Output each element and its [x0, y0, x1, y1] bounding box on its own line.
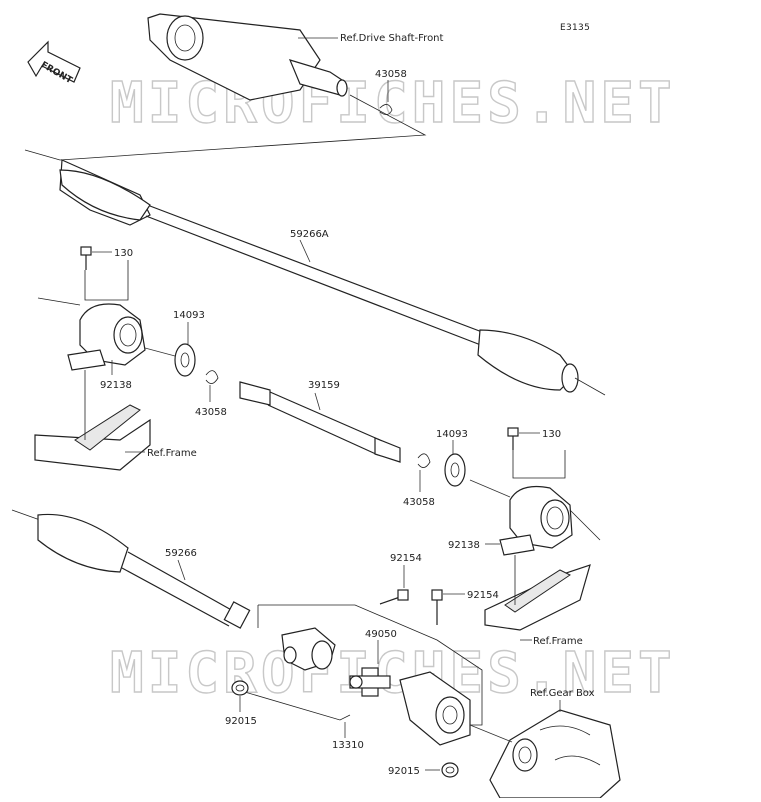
circlip-icon: [379, 104, 393, 115]
bolt-92154-right-icon: [431, 589, 443, 625]
part-13310: 13310: [332, 740, 364, 751]
gear-box-housing: [489, 709, 621, 799]
washer-14093-right-icon: [444, 453, 466, 487]
part-59266: 59266: [165, 548, 197, 559]
bolt-92154-top-icon: [379, 589, 409, 605]
diagram-code: E3135: [560, 23, 590, 33]
shaft-39159: [239, 381, 401, 463]
part-14093-left: 14093: [173, 310, 205, 321]
frame-right: [484, 564, 591, 631]
ref-frame-upper: Ref.Frame: [147, 448, 197, 459]
part-92138-right: 92138: [448, 540, 480, 551]
bearing-support-92138-left: [67, 303, 146, 371]
yoke-right: [399, 671, 471, 746]
ref-frame-lower: Ref.Frame: [533, 636, 583, 647]
yoke-left: [281, 627, 336, 671]
bolt-130-left-icon: [80, 246, 92, 270]
nut-92015-left-icon: [231, 680, 249, 696]
part-43058-top: 43058: [375, 69, 407, 80]
drive-shaft-59266A: [59, 159, 606, 396]
part-130-left: 130: [114, 248, 133, 259]
ref-gear-box: Ref.Gear Box: [530, 688, 595, 699]
part-92154-top: 92154: [390, 553, 422, 564]
bolt-130-right-icon: [507, 427, 519, 450]
part-92154-right: 92154: [467, 590, 499, 601]
washer-14093-left-icon: [174, 343, 196, 377]
part-92138-left: 92138: [100, 380, 132, 391]
frame-left: [34, 404, 151, 471]
cross-49050: [349, 667, 391, 697]
part-43058-right: 43058: [403, 497, 435, 508]
front-differential-housing: [147, 13, 348, 101]
part-39159: 39159: [308, 380, 340, 391]
part-14093-right: 14093: [436, 429, 468, 440]
part-92015-bottom: 92015: [388, 766, 420, 777]
circlip-43058-right-icon: [417, 453, 431, 468]
part-130-right: 130: [542, 429, 561, 440]
watermark-bottom: MICROFICHES.NET: [110, 641, 676, 706]
part-49050: 49050: [365, 629, 397, 640]
drive-shaft-59266: [11, 509, 251, 629]
bearing-support-92138-right: [499, 485, 573, 556]
circlip-43058-left-icon: [205, 370, 219, 384]
nut-92015-bottom-icon: [441, 762, 459, 778]
front-arrow-icon: FRONT: [27, 40, 81, 86]
ref-drive-shaft-front: Ref.Drive Shaft-Front: [340, 33, 444, 44]
part-59266A: 59266A: [290, 229, 329, 240]
watermark-top: MICROFICHES.NET: [110, 71, 676, 136]
part-43058-left: 43058: [195, 407, 227, 418]
part-92015-left: 92015: [225, 716, 257, 727]
